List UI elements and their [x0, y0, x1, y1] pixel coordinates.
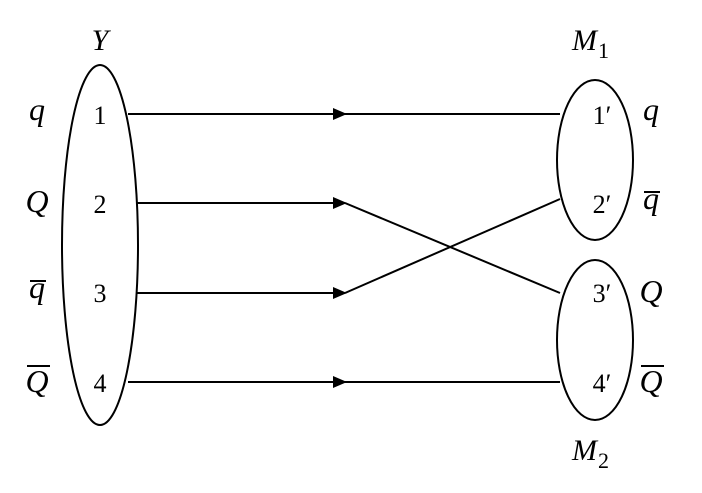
y-point-3-flavor: q — [29, 269, 45, 305]
svg-text:1: 1 — [598, 38, 609, 63]
m1-oval — [556, 79, 634, 241]
svg-text:M: M — [571, 24, 599, 57]
m1-point-2prime-num: 2′ — [593, 190, 612, 219]
arrowhead-4 — [333, 376, 347, 388]
m1-point-2prime-flavor: q — [643, 180, 659, 216]
m2-point-3prime-flavor: Q — [639, 273, 662, 309]
line-2-to-3prime-b — [344, 202, 561, 294]
y-point-4-num: 4 — [94, 369, 107, 398]
svg-text:2: 2 — [598, 448, 609, 473]
y-point-3-num: 3 — [94, 279, 107, 308]
m1-point-1prime-num: 1′ — [593, 101, 612, 130]
y-point-2-num: 2 — [94, 190, 107, 219]
y-point-2-flavor: Q — [25, 183, 48, 219]
arrowhead-3 — [333, 287, 347, 299]
m2-point-4prime-num: 4′ — [593, 369, 612, 398]
m2-point-4prime-flavor: Q — [639, 363, 662, 399]
m1-label: M 1 — [571, 24, 609, 63]
y-label: Y — [92, 24, 112, 57]
y-oval — [61, 64, 139, 426]
arrowhead-2 — [333, 197, 347, 209]
line-3-to-2prime-b — [344, 198, 561, 294]
m2-point-3prime-num: 3′ — [593, 279, 612, 308]
y-point-4-flavor: Q — [25, 363, 48, 399]
y-point-1-num: 1 — [94, 101, 107, 130]
arrowhead-1 — [333, 108, 347, 120]
m1-point-1prime-flavor: q — [643, 91, 659, 127]
y-point-1-flavor: q — [29, 91, 45, 127]
svg-text:M: M — [571, 434, 599, 467]
m2-label: M 2 — [571, 434, 609, 473]
m2-oval — [556, 259, 634, 421]
